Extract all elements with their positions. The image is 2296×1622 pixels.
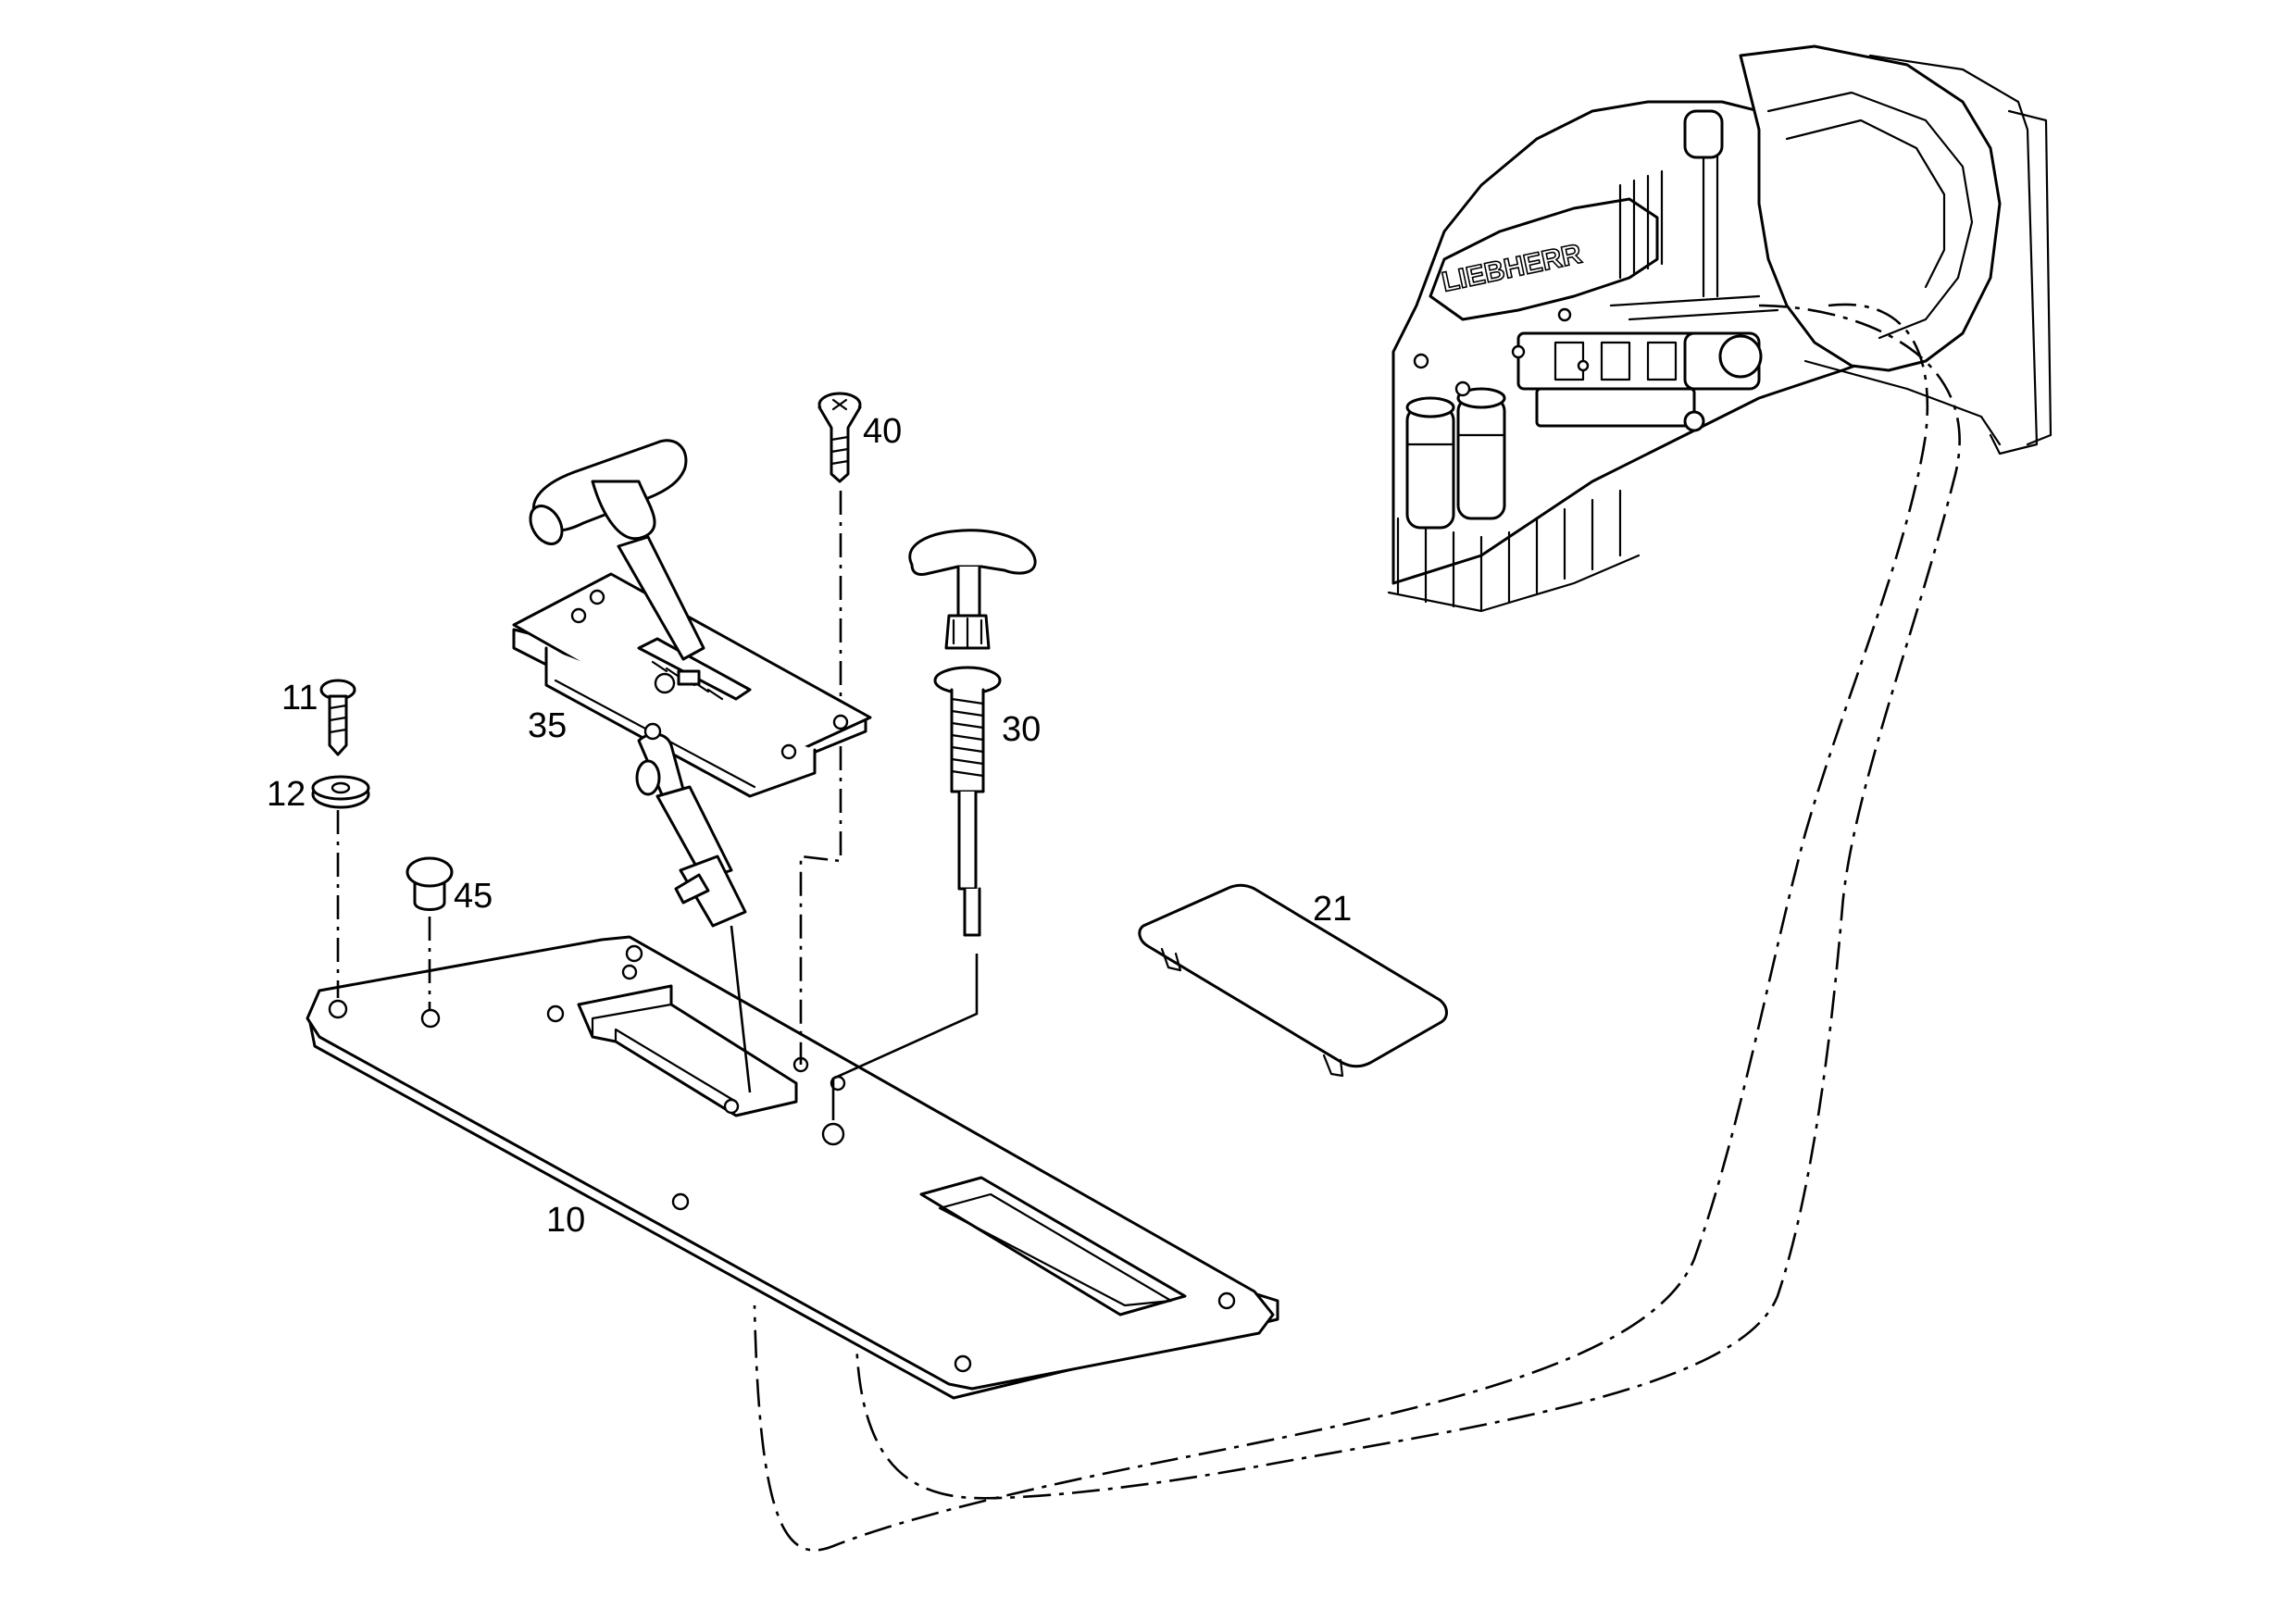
callout-labels: 10 11 12 21 30 35 40 45 [267,412,1352,1240]
part-11-screw [319,679,356,756]
callout-40: 40 [863,412,902,451]
part-30-pull-knob [908,529,1037,937]
callout-21: 21 [1313,890,1352,929]
callout-11: 11 [281,679,318,717]
callout-35: 35 [528,706,567,745]
callout-10: 10 [546,1201,585,1240]
leader-40 [799,491,842,1065]
part-45-plug [406,856,454,911]
part-40-countersunk-screw [817,392,862,483]
linkage-cable-35 [730,925,752,1093]
cable-30-route [831,954,979,1120]
engine-assembly: LIEBHERR [1387,44,2053,613]
callout-12: 12 [267,775,306,814]
callout-30: 30 [1002,710,1041,749]
part-21-cover [1138,883,1448,1078]
part-12-washer [311,775,370,809]
cable-routes [753,303,1961,1552]
part-35-throttle-lever [512,439,872,928]
callout-45: 45 [454,877,493,916]
part-10-base-plate [306,935,1279,1400]
